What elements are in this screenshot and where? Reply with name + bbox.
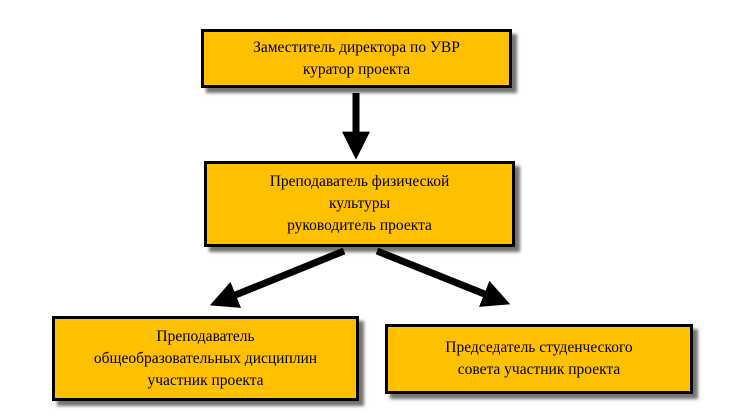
node-general-teacher-line-3: участник проекта: [147, 371, 264, 389]
node-council-chair-line-2: совета участник проекта: [457, 361, 621, 378]
node-student-council-chair: Председатель студенческого совета участн…: [385, 324, 693, 394]
node-deputy-line-1: Заместитель директора по УВР: [253, 38, 460, 56]
node-pe-teacher-line-2: культуры: [328, 195, 391, 212]
node-council-chair-line-1: Председатель студенческого: [445, 339, 633, 356]
node-deputy-director: Заместитель директора по УВР куратор про…: [201, 29, 512, 88]
node-general-teacher-line-2: общеобразовательных дисциплин: [93, 349, 318, 367]
node-pe-teacher-line-3: руководитель проекта: [287, 217, 432, 234]
node-pe-teacher: Преподаватель физической культуры руково…: [204, 161, 515, 247]
node-general-teacher: Преподаватель общеобразовательных дисцип…: [52, 316, 359, 401]
node-general-teacher-line-1: Преподаватель: [156, 327, 255, 345]
node-pe-teacher-line-1: Преподаватель физической: [269, 173, 450, 190]
node-deputy-line-2: куратор проекта: [302, 60, 411, 78]
arrow-pe-teacher-to-council-chair: [375, 247, 511, 307]
arrow-pe-teacher-to-general-teacher: [209, 247, 346, 308]
